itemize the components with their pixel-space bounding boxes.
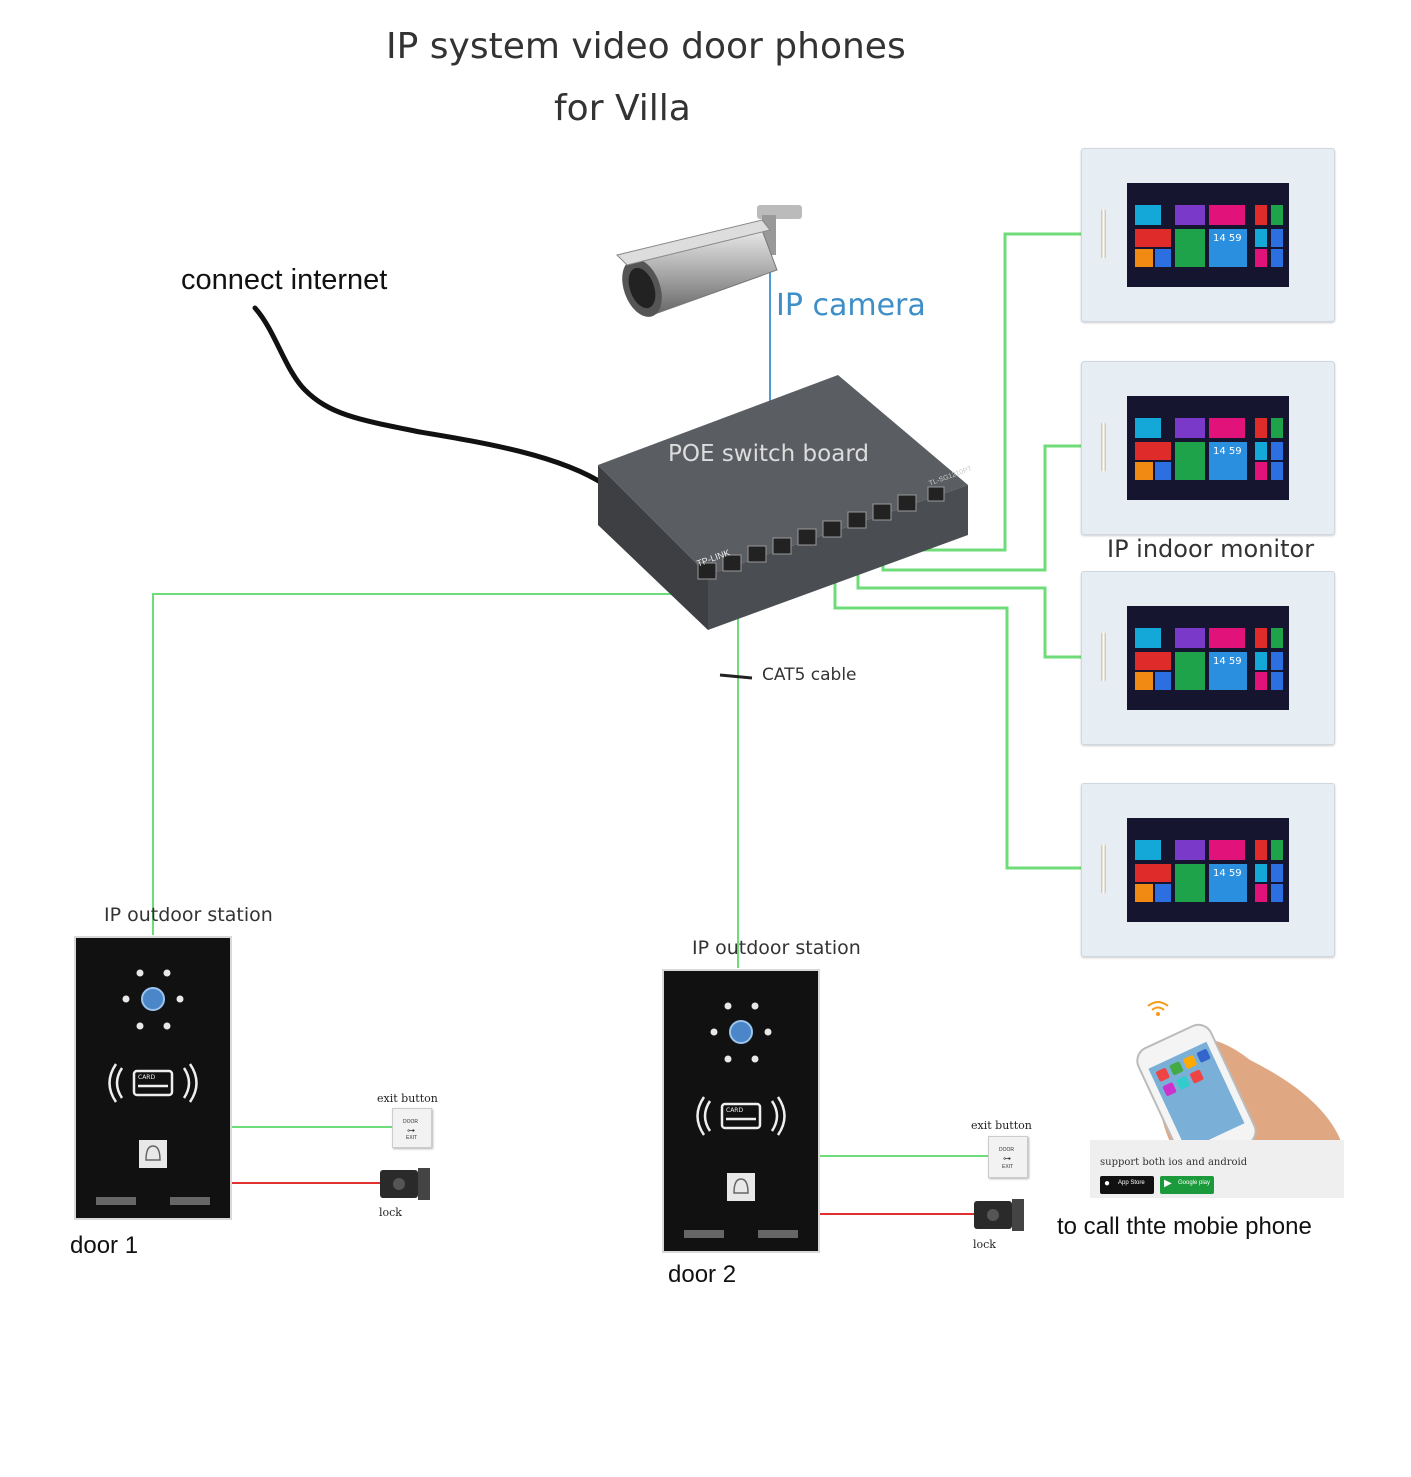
ip-outdoor-station-label-1: IP outdoor station xyxy=(104,904,273,926)
ip-indoor-monitor-label: IP indoor monitor xyxy=(1107,535,1315,563)
indoor-monitor-4: 14 59 xyxy=(1081,783,1335,957)
lock-label-1: lock xyxy=(379,1206,402,1219)
ip-camera-label: IP camera xyxy=(776,288,926,323)
ip-outdoor-station-label-2: IP outdoor station xyxy=(692,937,861,959)
lock-icon-1 xyxy=(380,1168,430,1200)
card-text: CARD xyxy=(138,1074,155,1081)
support-label: support both ios and android xyxy=(1100,1157,1248,1168)
hand-phone-image xyxy=(1090,1001,1344,1198)
outdoor-station-1: CARD xyxy=(74,936,232,1220)
google-play-badge: ▶ Google play xyxy=(1160,1176,1214,1194)
station-face: CARD xyxy=(96,969,210,1205)
poe-switch-label: POE switch board xyxy=(668,441,869,467)
play-icon: ▶ xyxy=(1164,1178,1172,1189)
lock-icon-2 xyxy=(974,1199,1024,1231)
lock-label-2: lock xyxy=(973,1238,996,1251)
indoor-monitor-3: 14 59 xyxy=(1081,571,1335,745)
exit-button-text-top: DOOR xyxy=(999,1147,1014,1153)
poe-switch: POE switch board TL-SG1210PT TP-LINK xyxy=(598,375,978,630)
switch-body xyxy=(598,375,968,630)
call-mobile-label: to call thte mobie phone xyxy=(1057,1213,1312,1240)
monitor-clock: 14 59 xyxy=(1213,446,1242,457)
google-play-text: Google play xyxy=(1178,1180,1211,1186)
wifi-icon xyxy=(1147,1001,1169,1011)
monitor-slot xyxy=(1101,632,1106,682)
monitor-slot xyxy=(1101,844,1106,894)
exit-button-text-bottom: EXIT xyxy=(1002,1164,1014,1170)
exit-button-text-top: DOOR xyxy=(403,1119,418,1125)
monitor-slot xyxy=(1101,422,1106,472)
monitor-slot xyxy=(1101,209,1106,259)
camera-lens-icon xyxy=(141,987,165,1011)
camera-lens-icon xyxy=(729,1020,753,1044)
card-text: CARD xyxy=(726,1107,743,1114)
internet-cable xyxy=(252,305,608,488)
key-icon: ⊶ xyxy=(407,1126,415,1135)
station-face: CARD xyxy=(684,1002,798,1238)
monitor-clock: 14 59 xyxy=(1213,233,1242,244)
door2-label: door 2 xyxy=(668,1261,737,1288)
apple-icon: ● xyxy=(1104,1178,1111,1189)
indoor-monitor-2: 14 59 xyxy=(1081,361,1335,535)
key-icon: ⊶ xyxy=(1003,1154,1011,1163)
exit-button-label-1: exit button xyxy=(377,1092,438,1105)
mobile-phone-illustration: support both ios and android ● App Store… xyxy=(1090,990,1344,1198)
outdoor-station-2: CARD xyxy=(662,969,820,1253)
exit-button-2: DOOR ⊶ EXIT xyxy=(988,1136,1028,1178)
monitor-screen: 14 59 xyxy=(1127,396,1289,500)
bell-button-icon xyxy=(139,1140,167,1168)
cat5-marker xyxy=(719,673,753,680)
app-store-text: App Store xyxy=(1118,1180,1145,1186)
cat5-cable-label: CAT5 cable xyxy=(762,665,857,685)
title-line-1: IP system video door phones xyxy=(386,26,906,67)
bell-button-icon xyxy=(727,1173,755,1201)
exit-button-label-2: exit button xyxy=(971,1119,1032,1132)
monitor4-cable xyxy=(833,548,1082,870)
door1-cable xyxy=(152,593,712,935)
monitor-screen: 14 59 xyxy=(1127,818,1289,922)
door1-label: door 1 xyxy=(70,1232,139,1259)
monitor-screen: 14 59 xyxy=(1127,606,1289,710)
exit-button-text-bottom: EXIT xyxy=(406,1135,418,1141)
card-reader-icon xyxy=(108,1063,198,1103)
monitor-clock: 14 59 xyxy=(1213,656,1242,667)
monitor-screen: 14 59 xyxy=(1127,183,1289,287)
title-line-2: for Villa xyxy=(554,88,691,129)
ip-camera-icon xyxy=(616,205,802,317)
card-reader-icon xyxy=(696,1096,786,1136)
connect-internet-label: connect internet xyxy=(181,264,388,296)
monitor-clock: 14 59 xyxy=(1213,868,1242,879)
app-store-badge: ● App Store xyxy=(1100,1176,1154,1194)
indoor-monitor-1: 14 59 xyxy=(1081,148,1335,322)
exit-button-1: DOOR ⊶ EXIT xyxy=(392,1108,432,1148)
